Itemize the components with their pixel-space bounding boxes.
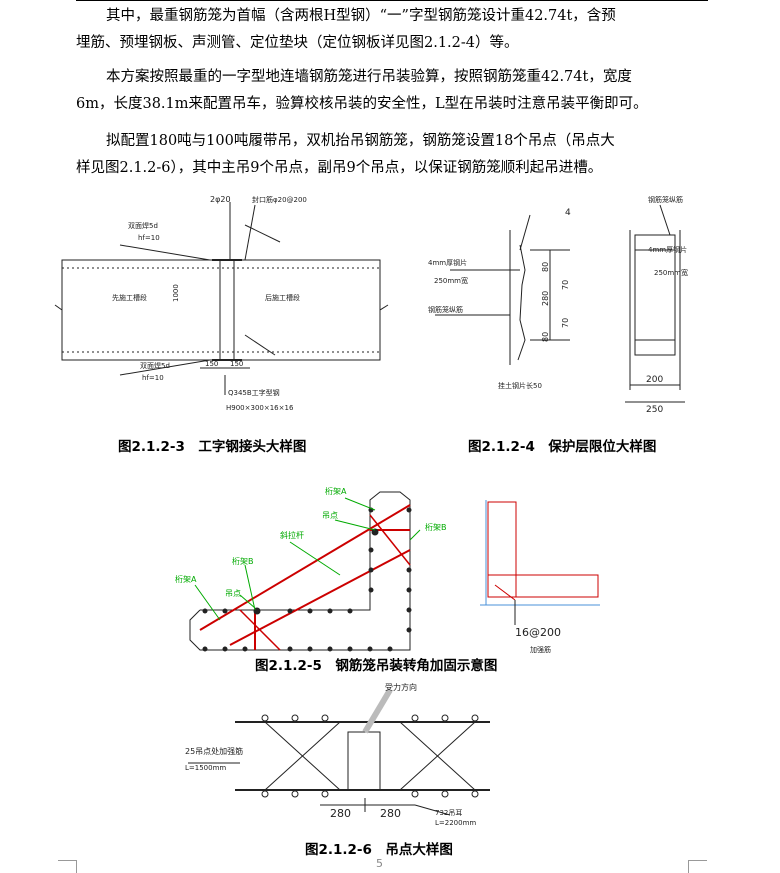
paragraph-3: 拟配置180吨与100吨履带吊，双机抬吊钢筋笼，钢筋笼设置18个吊点（吊点大 样… <box>76 128 716 182</box>
label-steel-grade: Q345B工字型钢 <box>228 388 280 397</box>
diag-4 <box>399 721 476 791</box>
paragraph-1-line-2: 埋筋、预埋钢板、声测管、定位垫块（定位钢板详见图2.1.2-4）等。 <box>76 35 519 51</box>
label-first-trench: 先施工槽段 <box>112 293 147 302</box>
label-plate-b: 4mm厚钢片 <box>648 245 687 254</box>
label-80-b: 80 <box>541 332 550 342</box>
label-280-b: 280 <box>380 807 401 820</box>
leader-num-4 <box>519 214 531 251</box>
paragraph-3-line-2: 样见图2.1.2-6），其中主吊9个吊点，副吊9个吊点，以保证钢筋笼顺利起吊进槽… <box>76 160 603 176</box>
cage-outline <box>189 491 411 651</box>
label-width-a: 250mm宽 <box>434 276 468 285</box>
hoist-point-left <box>253 607 261 615</box>
leader-weld-b <box>119 359 211 376</box>
label-seal-rebar: 封口筋φ20@200 <box>252 195 307 204</box>
label-num-4: 4 <box>565 208 571 218</box>
figure-corner-reinforcement: 桁架A 吊点 桁架B 斜拉杆 桁架B 桁架A 吊点 16@200 加强筋 <box>175 486 600 654</box>
paragraph-2: 本方案按照最重的一字型地连墙钢筋笼进行吊装验算，按照钢筋笼重42.74t，宽度 … <box>76 64 716 118</box>
hoist-ear <box>347 731 381 791</box>
caption-figure-6: 图2.1.2-6 吊点大样图 <box>305 842 453 858</box>
paragraph-2-line-1: 本方案按照最重的一字型地连墙钢筋笼进行吊装验算，按照钢筋笼重42.74t，宽度 <box>106 69 632 85</box>
label-truss-a-left: 桁架A <box>175 574 197 584</box>
l-section-vertical <box>487 501 517 598</box>
figure-cover-limiter: 4 4mm厚钢片 250mm宽 钢筋笼纵筋 80 70 280 70 80 挂土… <box>428 195 688 415</box>
l-section-horizontal <box>487 574 599 598</box>
leader-seal <box>244 204 256 261</box>
caption-figure-3: 图2.1.2-3 工字钢接头大样图 <box>118 439 307 455</box>
label-70-b: 70 <box>561 318 570 328</box>
paragraph-1-line-1: 其中，最重钢筋笼为首幅（含两根H型钢）“一”字型钢筋笼设计重42.74t，含预 <box>106 8 616 24</box>
label-later-trench: 后施工槽段 <box>265 293 300 302</box>
label-2phi20: 2φ20 <box>210 195 231 204</box>
break-right <box>379 304 389 311</box>
corner-mark-right <box>688 860 707 873</box>
leader-right-bottom <box>244 334 276 356</box>
leader-cage-bar <box>659 204 671 236</box>
rebar-dots <box>202 507 412 652</box>
label-150-a: 150 <box>205 360 218 368</box>
diagonal-bar-upper <box>199 504 411 631</box>
label-200: 200 <box>646 375 663 385</box>
diag-2 <box>264 721 341 791</box>
label-hf-a: hf=10 <box>138 234 160 242</box>
label-width-dim: 1000 <box>172 284 180 302</box>
leader-weld-a <box>119 244 211 261</box>
figure-i-beam-joint: 2φ20 封口筋φ20@200 双面焊5d hf=10 先施工槽段 后施工槽段 … <box>54 195 389 412</box>
hoist-point-top <box>371 528 379 536</box>
break-left <box>54 304 63 311</box>
label-truss-a-top: 桁架A <box>325 486 347 496</box>
label-reinforce: 加强筋 <box>530 645 551 654</box>
leader-right-top <box>244 224 281 243</box>
diagonal-bar-lower <box>229 549 411 646</box>
label-150-b: 150 <box>230 360 243 368</box>
corner-mark-left <box>58 860 77 873</box>
label-anchor: 挂土钢片长50 <box>498 381 542 390</box>
caption-figure-4: 图2.1.2-4 保护层限位大样图 <box>468 439 657 455</box>
truss-cross-left <box>239 609 281 651</box>
green-leaders <box>194 497 421 621</box>
label-truss-b-right: 桁架B <box>425 522 447 532</box>
label-hoist-left: 吊点 <box>225 589 241 598</box>
truss-cross-right <box>369 514 411 566</box>
label-70-a: 70 <box>561 280 570 290</box>
label-force-dir: 受力方向 <box>385 682 417 692</box>
l-corner-bar <box>494 584 516 601</box>
paragraph-2-line-2: 6m，长度38.1m来配置吊车，验算校核吊装的安全性，L型在吊装时注意吊装平衡即… <box>76 96 648 112</box>
label-length-a: L=1500mm <box>185 764 226 772</box>
wall-outline <box>61 259 381 361</box>
label-hf-b: hf=10 <box>142 374 164 382</box>
label-width-b: 250mm宽 <box>654 268 688 277</box>
caption-figure-5: 图2.1.2-5 钢筋笼吊装转角加固示意图 <box>255 658 498 674</box>
page-number: 5 <box>376 857 383 870</box>
label-cage-bar: 钢筋笼纵筋 <box>648 195 683 204</box>
label-weld-a: 双面焊5d <box>128 221 158 230</box>
chord-dots <box>261 714 479 798</box>
leader-ear <box>414 804 451 816</box>
force-arrow <box>362 688 393 734</box>
label-280-a: 280 <box>330 807 351 820</box>
figure-hoist-point: 受力方向 25吊点处加强筋 L=1500mm 280 280 732吊耳 L=2… <box>185 682 490 827</box>
label-length-b: L=2200mm <box>435 819 476 827</box>
label-ear: 732吊耳 <box>435 809 462 817</box>
label-250: 250 <box>646 405 663 415</box>
label-truss-b-left: 桁架B <box>232 556 254 566</box>
label-280: 280 <box>541 291 550 306</box>
label-hoist-top: 吊点 <box>322 511 338 520</box>
header-rule <box>76 0 708 1</box>
bent-plate <box>517 244 526 361</box>
label-main-bar: 钢筋笼纵筋 <box>428 305 463 314</box>
label-diag-bar: 斜拉杆 <box>280 530 304 540</box>
label-plate-a: 4mm厚钢片 <box>428 258 467 267</box>
label-weld-b: 双面焊5d <box>140 361 170 370</box>
label-section: H900×300×16×16 <box>226 404 294 412</box>
plate-front-view <box>634 234 676 356</box>
paragraph-3-line-1: 拟配置180吨与100吨履带吊，双机抬吊钢筋笼，钢筋笼设置18个吊点（吊点大 <box>106 133 615 149</box>
paragraph-1: 其中，最重钢筋笼为首幅（含两根H型钢）“一”字型钢筋笼设计重42.74t，含预 … <box>76 3 716 57</box>
label-rebar-25: 25吊点处加强筋 <box>185 746 243 756</box>
label-rebar-spec: 16@200 <box>515 626 561 639</box>
label-80-a: 80 <box>541 262 550 272</box>
i-beam-web <box>219 259 235 361</box>
